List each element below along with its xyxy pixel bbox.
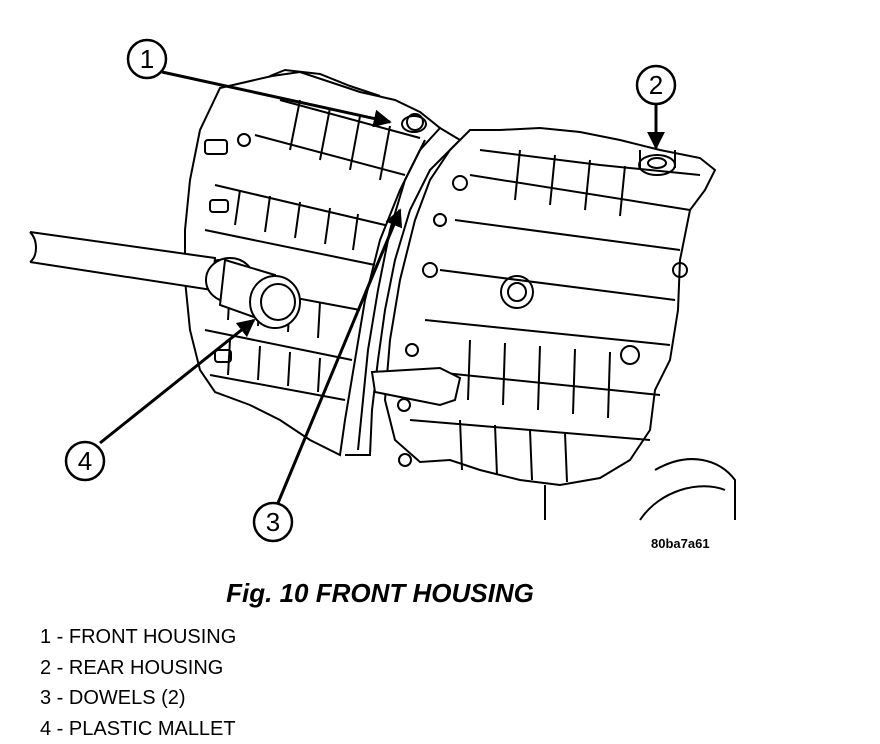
callout-3: 3 — [252, 501, 294, 543]
legend-item: 1 - FRONT HOUSING — [40, 626, 237, 648]
transmission-housing-illustration: 1 2 3 4 — [29, 38, 736, 543]
image-code-label: 80ba7a61 — [651, 536, 710, 551]
legend-item: 3 - DOWELS (2) — [40, 687, 186, 709]
svg-text:2: 2 — [649, 70, 663, 100]
callout-leaders — [99, 70, 665, 504]
legend-item: 2 - REAR HOUSING — [40, 656, 224, 679]
leader-1 — [161, 70, 392, 128]
leader-3 — [276, 208, 403, 504]
callout-2: 2 — [635, 64, 677, 106]
callout-legend: 1 - FRONT HOUSING 2 - REAR HOUSING 3 - D… — [40, 622, 236, 744]
svg-text:1: 1 — [140, 44, 154, 74]
svg-text:3: 3 — [266, 507, 280, 537]
callout-4: 4 — [64, 440, 106, 482]
leader-4 — [99, 318, 256, 445]
rear-housing-drawing — [370, 126, 736, 521]
legend-item: 4 - PLASTIC MALLET — [40, 717, 236, 740]
figure-caption: Fig. 10 FRONT HOUSING — [226, 578, 534, 608]
svg-text:4: 4 — [78, 446, 92, 476]
callout-1: 1 — [126, 38, 168, 80]
plastic-mallet-drawing — [29, 231, 301, 329]
